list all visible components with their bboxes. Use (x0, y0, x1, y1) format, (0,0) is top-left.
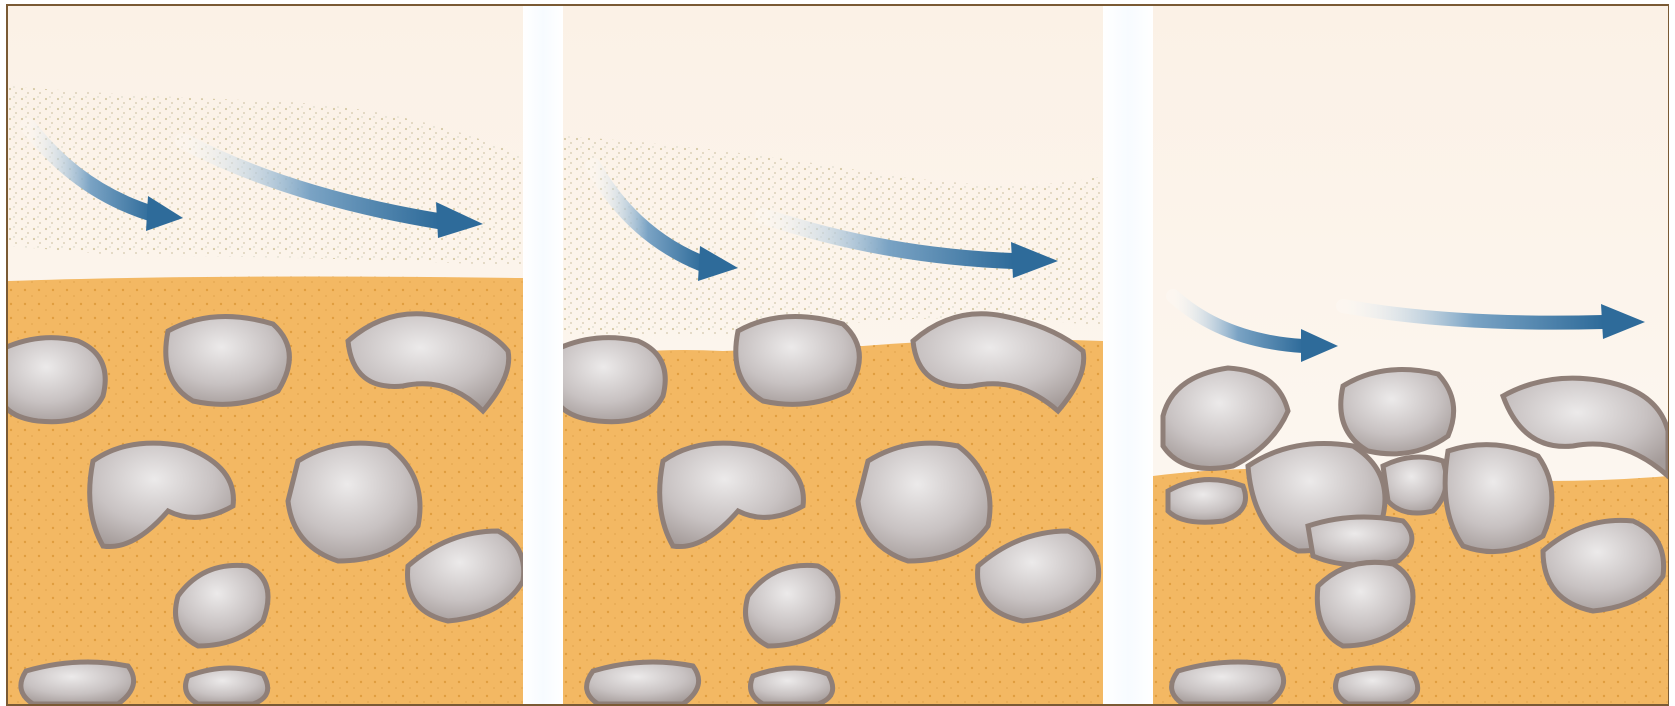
panel-stage-2 (563, 6, 1103, 704)
pebble (1341, 370, 1454, 454)
pebble (751, 668, 833, 704)
pebble (1383, 457, 1446, 513)
panel-stage-3 (1153, 6, 1668, 704)
pebble (288, 443, 420, 561)
panel-1-illustration (8, 6, 523, 704)
pebble (166, 316, 290, 404)
pebble (21, 662, 134, 704)
pebble (736, 316, 860, 404)
pebble (858, 443, 990, 561)
pebble (186, 668, 268, 704)
pebble (1445, 445, 1552, 552)
panel-stage-1 (8, 6, 523, 704)
pebble (1172, 662, 1284, 704)
panel-separator (523, 6, 563, 704)
pebble (1336, 668, 1418, 704)
pebble (563, 338, 665, 422)
pebble (8, 338, 105, 422)
pebble (587, 662, 699, 704)
panel-2-illustration (563, 6, 1103, 704)
pebble (1308, 517, 1412, 565)
panel-3-illustration (1153, 6, 1668, 704)
pebble (1168, 480, 1246, 523)
panel-separator (1103, 6, 1153, 704)
